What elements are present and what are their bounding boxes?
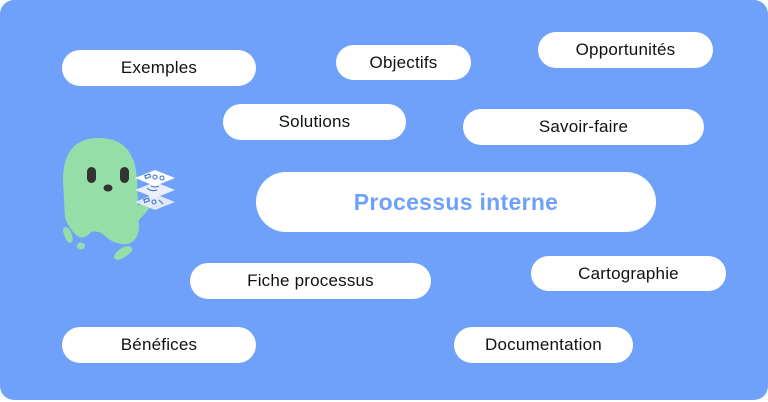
- tag-label: Bénéfices: [120, 335, 198, 354]
- center-tag-label: Processus interne: [353, 188, 559, 215]
- tag-savoir-faire: Savoir-faire: [463, 109, 704, 145]
- tag-solutions: Solutions: [223, 104, 406, 140]
- tag-label: Exemples: [120, 58, 198, 77]
- tag-documentation: Documentation: [454, 327, 633, 363]
- tag-cartographie: Cartographie: [531, 256, 726, 291]
- tag-label: Fiche processus: [247, 271, 374, 290]
- tag-fiche-processus: Fiche processus: [190, 263, 431, 299]
- tag-label: Cartographie: [578, 263, 679, 283]
- tag-objectifs: Objectifs: [336, 45, 471, 80]
- tag-label: Solutions: [278, 112, 351, 131]
- tag-label: Opportunités: [575, 40, 676, 59]
- tag-label: Objectifs: [369, 52, 438, 72]
- tag-exemples: Exemples: [62, 50, 256, 86]
- ghost-mascot-icon: [62, 138, 175, 260]
- tag-label: Savoir-faire: [538, 117, 629, 136]
- tag-benefices: Bénéfices: [62, 327, 256, 363]
- tag-opportunites: Opportunités: [538, 32, 713, 68]
- tag-label: Documentation: [485, 335, 602, 354]
- center-tag-processus-interne: Processus interne: [256, 172, 656, 232]
